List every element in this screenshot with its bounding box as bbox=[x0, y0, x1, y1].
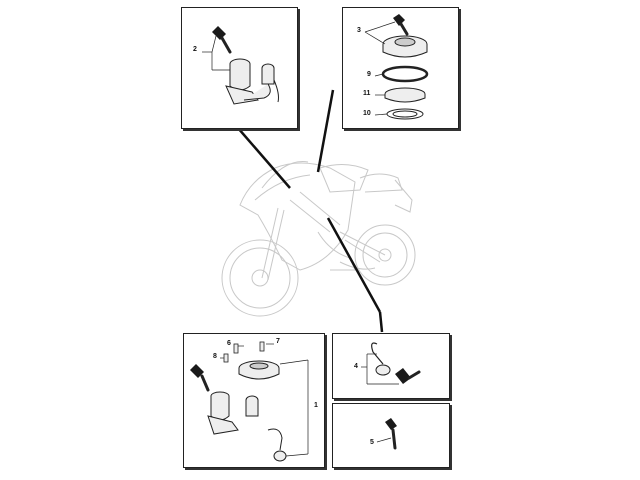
seat-lock-cable bbox=[371, 342, 384, 365]
callout-7: 7 bbox=[276, 338, 280, 345]
front-wheel bbox=[221, 239, 299, 317]
ignition-switch-part bbox=[225, 58, 279, 105]
key-drawing bbox=[376, 418, 397, 450]
callout-8: 8 bbox=[213, 353, 217, 360]
panel-fuel-cap: 3 9 11 10 bbox=[342, 7, 459, 129]
flange-part bbox=[384, 87, 426, 103]
callout-6: 6 bbox=[227, 340, 231, 347]
key-icon bbox=[385, 418, 397, 450]
callout-2: 2 bbox=[193, 46, 197, 53]
panel-lock-set: 6 7 8 1 bbox=[183, 333, 325, 468]
callout-9: 9 bbox=[367, 71, 371, 78]
callout-4: 4 bbox=[354, 363, 358, 370]
callout-leaders bbox=[220, 343, 309, 457]
fuel-cap-drawing bbox=[364, 14, 429, 120]
callout-11: 11 bbox=[363, 90, 371, 97]
seat-lock-part bbox=[375, 364, 391, 376]
seat-lock-part bbox=[267, 428, 287, 462]
panel-key: 5 bbox=[332, 403, 450, 468]
callout-leaders bbox=[376, 437, 392, 443]
screw-parts bbox=[223, 341, 265, 363]
fuel-cap-part bbox=[238, 360, 280, 380]
panel-ignition-switch: 2 bbox=[181, 7, 298, 129]
callout-10: 10 bbox=[363, 110, 371, 117]
fuel-cap-part bbox=[382, 35, 428, 58]
seal-ring-part bbox=[386, 108, 424, 120]
key-icon bbox=[190, 364, 210, 392]
ignition-switch-part bbox=[207, 391, 259, 435]
callout-leaders bbox=[364, 21, 396, 116]
callout-1: 1 bbox=[314, 402, 318, 409]
lock-set-drawing bbox=[190, 341, 309, 462]
seat-lock-drawing bbox=[361, 342, 421, 385]
ignition-switch-drawing bbox=[202, 26, 279, 105]
panel-seat-lock: 4 bbox=[332, 333, 450, 399]
leader-lines bbox=[237, 89, 384, 333]
key-icon bbox=[212, 26, 232, 54]
callout-leader-2 bbox=[202, 35, 230, 71]
key-icon bbox=[393, 14, 409, 36]
callout-5: 5 bbox=[370, 439, 374, 446]
rear-wheel bbox=[354, 224, 416, 286]
gasket-part bbox=[381, 65, 429, 83]
callout-leaders bbox=[361, 353, 399, 385]
key-icon bbox=[395, 368, 421, 384]
motorcycle-ghost bbox=[221, 161, 416, 317]
callout-3: 3 bbox=[357, 27, 361, 34]
